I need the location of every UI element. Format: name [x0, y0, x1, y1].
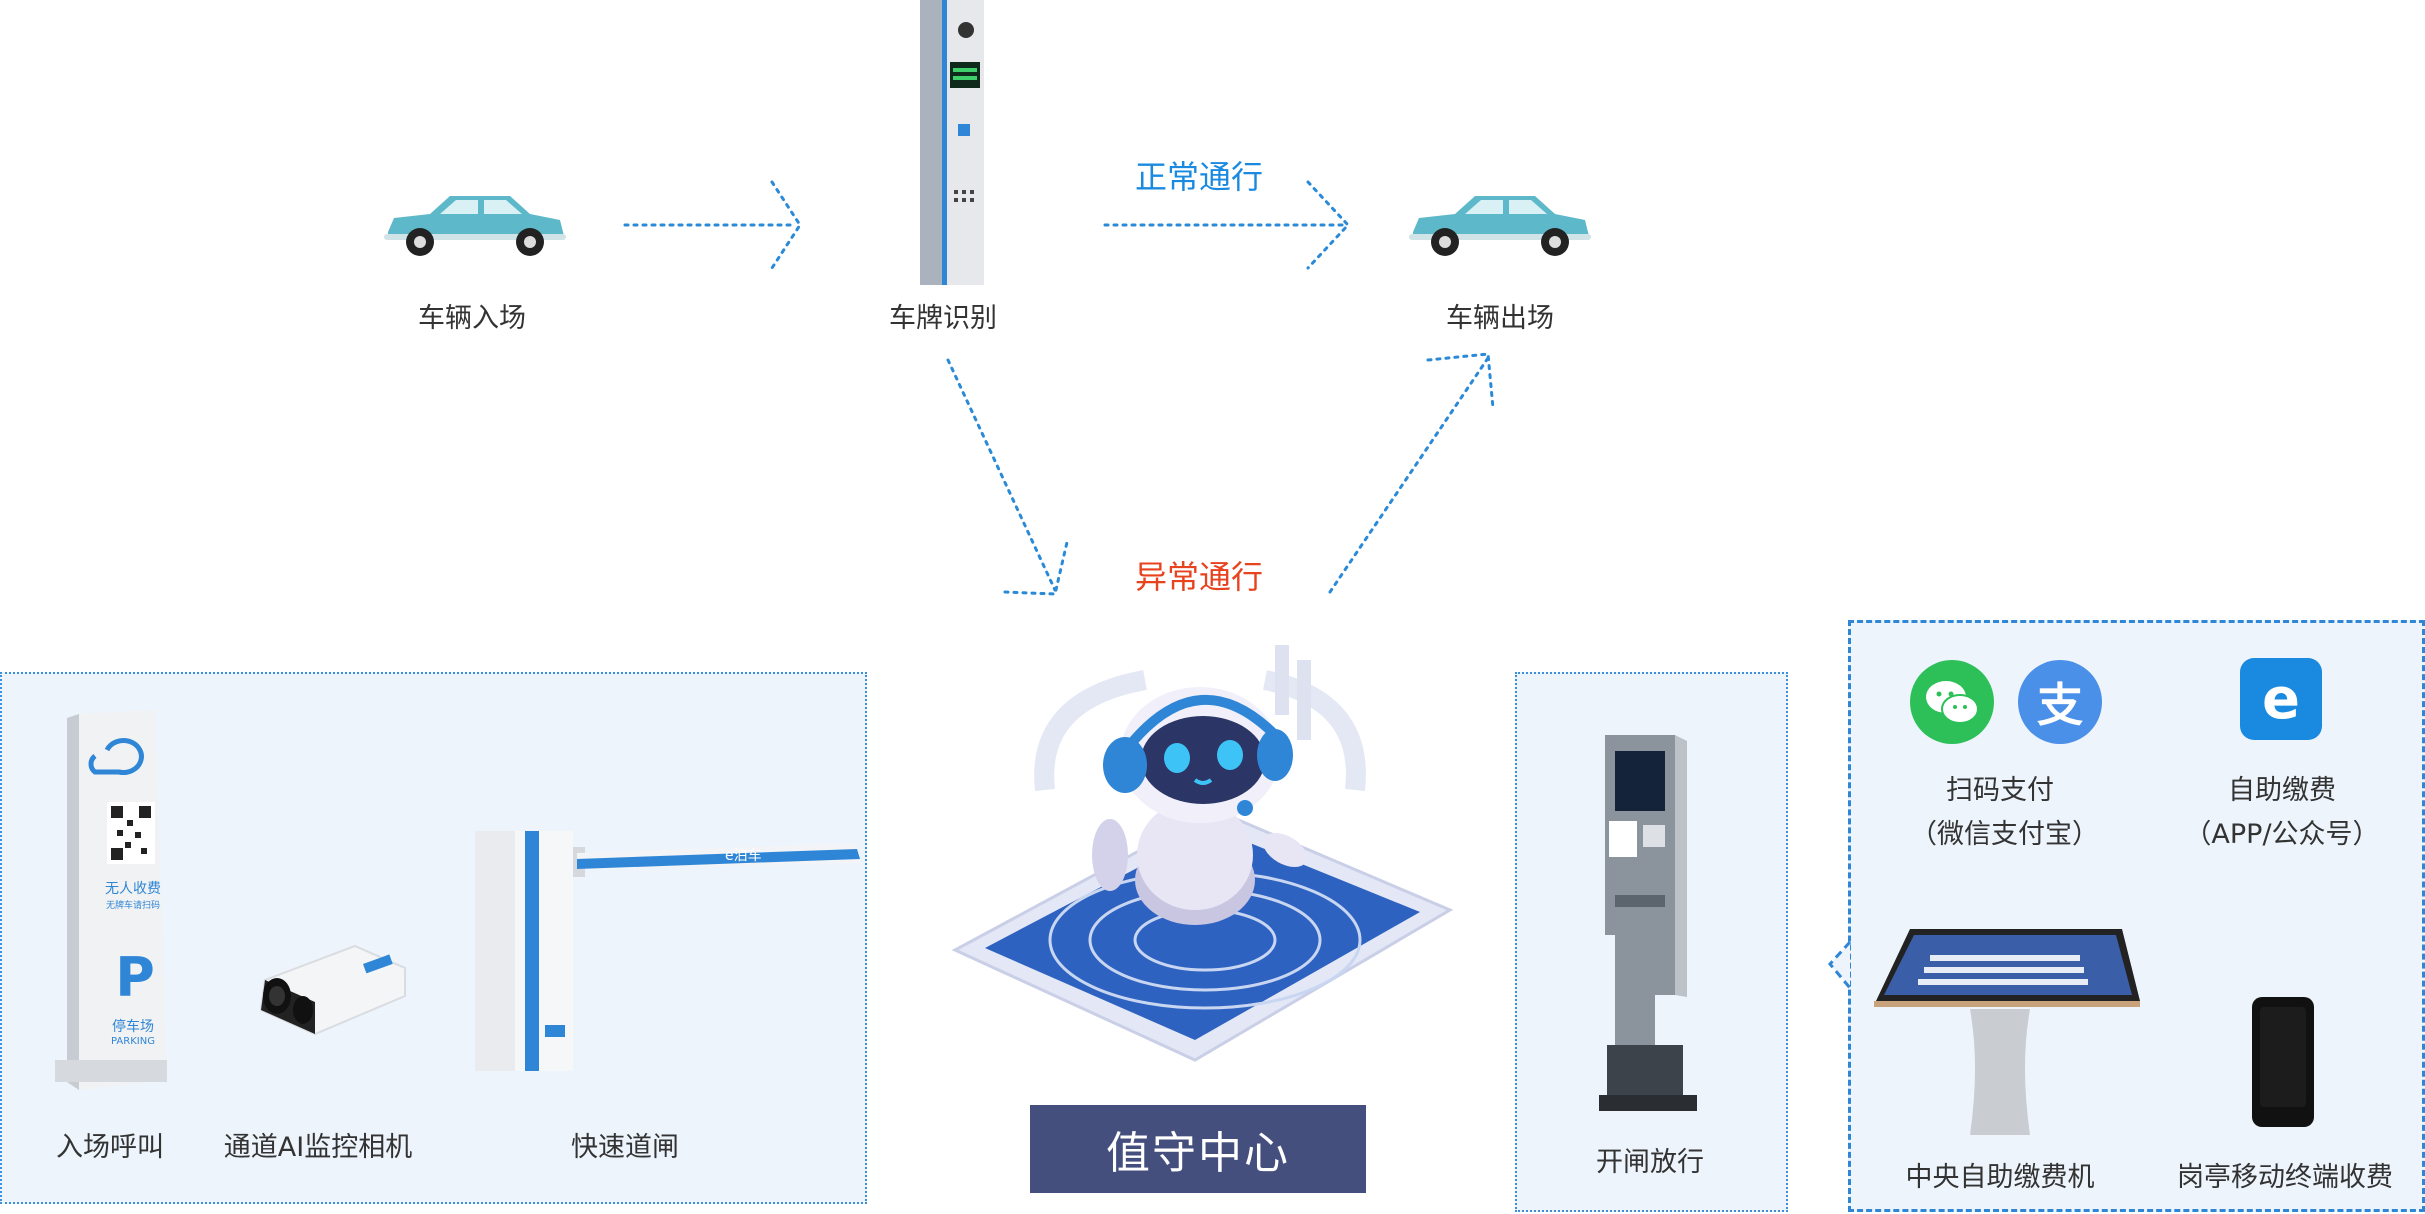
parking-sign: 无人收费 无牌车请扫码 P 停车场 PARKING: [55, 710, 170, 1090]
center-title: 值守中心: [1030, 1105, 1366, 1193]
normal-pass-label: 正常通行: [1135, 158, 1264, 196]
self-pay-sub: （APP/公众号）: [2184, 819, 2380, 850]
wechat-bubbles-icon: [1926, 681, 1979, 724]
plate-camera-pillar-icon: [920, 0, 984, 285]
entry-car-icon: [384, 196, 566, 256]
wechat-icon: [1910, 660, 1994, 744]
scan-pay-sub: （微信支付宝）: [1910, 819, 2099, 850]
barrier-brand-label: e泊车: [725, 848, 762, 864]
ai-camera-label: 通道AI监控相机: [223, 1132, 413, 1163]
abnormal-pass-label: 异常通行: [1135, 558, 1264, 596]
sign-line2: 无牌车请扫码: [105, 901, 160, 911]
parking-app-icon: e: [2240, 658, 2322, 740]
entry-label: 车辆入场: [418, 303, 526, 334]
plate-label: 车牌识别: [889, 303, 997, 334]
exit-car-icon: [1409, 196, 1591, 256]
mobile-terminal-icon: [2252, 997, 2314, 1127]
entry-call-label: 入场呼叫: [56, 1132, 164, 1163]
barrier-gate-label: 快速道闸: [571, 1132, 679, 1163]
barrier-gate-icon: [475, 831, 860, 1071]
sign-body-icon: [55, 710, 167, 1090]
alipay-icon: 支: [2018, 660, 2102, 744]
kiosk-label: 中央自助缴费机: [1905, 1162, 2095, 1193]
sign-parking-letter: P: [115, 946, 155, 1009]
exit-label: 车辆出场: [1446, 303, 1554, 334]
sign-line3: 停车场: [112, 1019, 154, 1035]
open-gate-label: 开闸放行: [1596, 1147, 1704, 1178]
sign-line4: PARKING: [111, 1036, 155, 1047]
robot-tablet-illustration: [951, 645, 1454, 1062]
self-service-kiosk-icon: [1874, 929, 2140, 1135]
panel-pointer-icon: [1828, 940, 1852, 989]
self-pay-label: 自助缴费: [2228, 775, 2336, 806]
payment-terminal-icon: [1599, 735, 1697, 1111]
mobile-terminal-label: 岗亭移动终端收费: [2177, 1162, 2393, 1193]
ai-camera-icon: [259, 944, 406, 1036]
sign-line1: 无人收费: [105, 881, 161, 897]
scan-pay-label: 扫码支付: [1946, 775, 2054, 806]
